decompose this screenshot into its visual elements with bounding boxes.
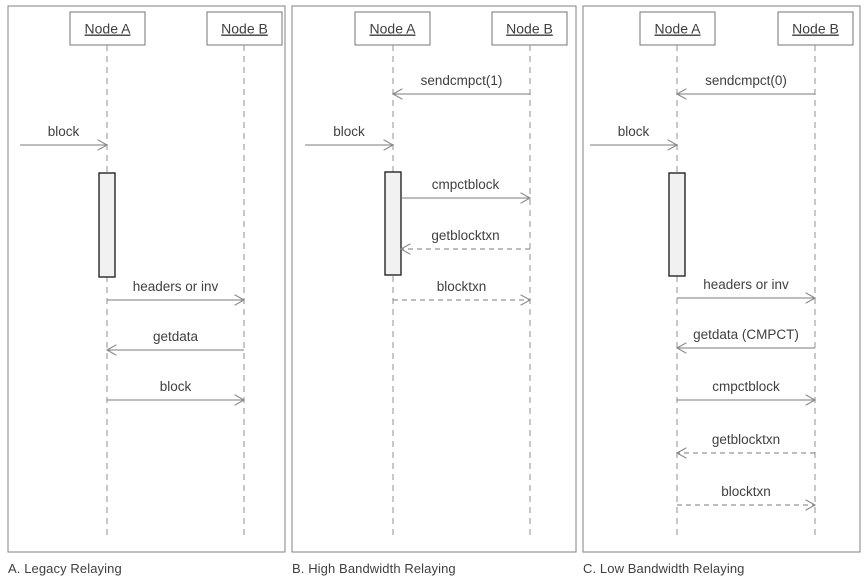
message-5: getblocktxn	[675, 432, 815, 459]
actor-node-a: Node A	[69, 11, 146, 540]
message-1: headers or inv	[107, 279, 246, 306]
message-label: blocktxn	[437, 279, 487, 294]
message-label: block	[48, 124, 80, 139]
panel-frame	[291, 5, 577, 553]
message-arrowhead	[805, 499, 817, 511]
panel-frame	[582, 5, 861, 553]
message-label: sendcmpct(0)	[705, 73, 787, 88]
activation-bar	[98, 172, 116, 278]
message-3: block	[107, 379, 246, 406]
panel-caption-b: B. High Bandwidth Relaying	[292, 561, 456, 576]
message-0: block	[20, 124, 109, 151]
panel-caption-c: C. Low Bandwidth Relaying	[583, 561, 745, 576]
message-0: sendcmpct(0)	[675, 73, 815, 100]
panel-a: Node A Node B block headers or inv getdata bl…	[7, 5, 286, 553]
message-arrowhead	[97, 139, 109, 151]
message-label: headers or inv	[703, 277, 789, 292]
actor-label: Node B	[506, 21, 553, 37]
message-label: getblocktxn	[431, 228, 499, 243]
actor-node-b: Node B	[777, 11, 854, 540]
message-1: block	[305, 124, 395, 151]
message-6: blocktxn	[677, 484, 817, 511]
message-label: cmpctblock	[712, 379, 780, 394]
actor-box[interactable]	[491, 11, 568, 46]
activation-bar	[384, 171, 402, 276]
message-arrowhead	[399, 243, 411, 255]
message-4: blocktxn	[393, 279, 532, 306]
message-label: block	[618, 124, 650, 139]
panel-b: Node A Node B sendcmpct(1) block cmpctblock g…	[291, 5, 577, 553]
message-label: cmpctblock	[432, 177, 500, 192]
message-label: getdata	[153, 329, 199, 344]
actor-box[interactable]	[777, 11, 854, 46]
message-arrowhead	[675, 88, 687, 100]
message-arrowhead	[234, 394, 246, 406]
message-label: sendcmpct(1)	[421, 73, 503, 88]
message-3: getdata (CMPCT)	[675, 327, 815, 354]
message-0: sendcmpct(1)	[391, 73, 530, 100]
actor-node-b: Node B	[491, 11, 568, 540]
panel-caption-a: A. Legacy Relaying	[8, 561, 122, 576]
message-label: block	[160, 379, 192, 394]
actor-box[interactable]	[639, 11, 716, 46]
message-arrowhead	[391, 88, 403, 100]
message-arrowhead	[675, 447, 687, 459]
message-label: block	[333, 124, 365, 139]
actor-label: Node B	[221, 21, 268, 37]
activation-bar	[668, 172, 686, 277]
message-arrowhead	[383, 139, 395, 151]
message-arrowhead	[520, 294, 532, 306]
message-label: getblocktxn	[712, 432, 780, 447]
actor-node-b: Node B	[206, 11, 283, 540]
message-arrowhead	[520, 192, 532, 204]
actor-node-a: Node A	[639, 11, 716, 540]
message-3: getblocktxn	[399, 228, 530, 255]
message-arrowhead	[105, 344, 117, 356]
actor-box[interactable]	[354, 11, 431, 46]
message-label: blocktxn	[721, 484, 771, 499]
message-1: block	[590, 124, 679, 151]
message-2: cmpctblock	[401, 177, 532, 204]
actor-node-a: Node A	[354, 11, 431, 540]
actor-label: Node A	[370, 21, 417, 37]
message-arrowhead	[234, 294, 246, 306]
message-4: cmpctblock	[677, 379, 817, 406]
actor-label: Node A	[85, 21, 132, 37]
message-arrowhead	[805, 292, 817, 304]
panel-c: Node A Node B sendcmpct(0) block headers or …	[582, 5, 861, 553]
message-2: getdata	[105, 329, 244, 356]
actor-label: Node B	[792, 21, 839, 37]
message-arrowhead	[805, 394, 817, 406]
message-label: getdata (CMPCT)	[693, 327, 799, 342]
message-arrowhead	[675, 342, 687, 354]
message-arrowhead	[667, 139, 679, 151]
panel-frame	[7, 5, 286, 553]
actor-label: Node A	[655, 21, 702, 37]
message-label: headers or inv	[133, 279, 219, 294]
message-2: headers or inv	[677, 277, 817, 304]
